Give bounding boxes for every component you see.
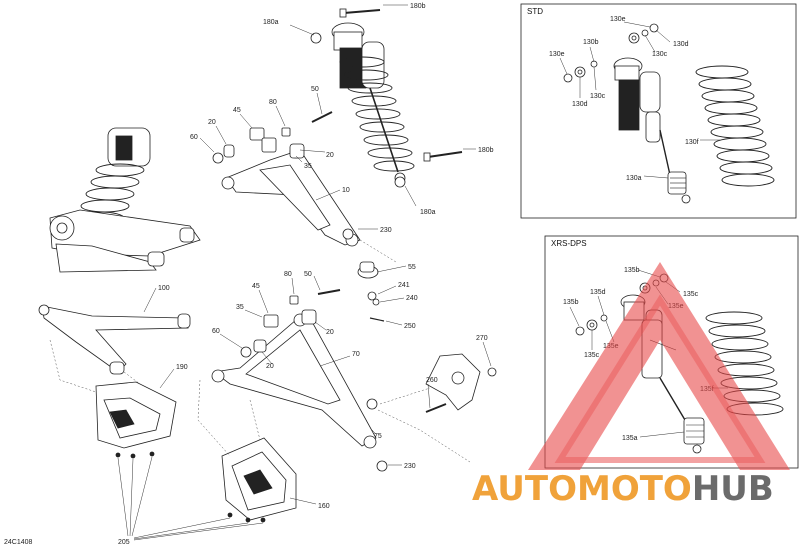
fasteners-205 [115,451,266,541]
label-180a: 180a [420,209,436,216]
label-180a: 180a [263,19,279,26]
label-60: 60 [190,134,198,141]
assembled-suspension [49,127,201,273]
label-130c: 130c [590,93,606,100]
label-130c: 130c [652,51,668,58]
skid-plate-190 [95,381,177,449]
label-130d: 130d [673,41,689,48]
lower-arm-leaders [219,275,402,466]
lower-a-arm-hardware [240,289,388,472]
watermark-text: AUTOMOTOHUB [472,469,774,509]
label-130b: 130b [583,39,599,46]
std-box [520,3,797,219]
label-100: 100 [158,285,170,292]
ball-joint-group [357,261,385,322]
label-230: 230 [380,227,392,234]
std-shock [613,57,691,204]
label-20: 20 [266,363,274,370]
label-50: 50 [304,271,312,278]
label-70: 70 [352,351,360,358]
label-80: 80 [284,271,292,278]
lower-a-arm [211,313,378,449]
assembly-dashes [49,239,471,463]
label-180b: 180b [478,147,494,154]
label-130e: 130e [549,51,565,58]
label-45: 45 [233,107,241,114]
main-spring [339,56,415,172]
std-hardware [563,23,659,83]
arm-100 [38,304,191,375]
label-50: 50 [311,86,319,93]
label-135c: 135c [683,291,699,298]
label-135b: 135b [563,299,579,306]
label-135d: 135d [590,289,606,296]
label-75: 75 [374,433,382,440]
std-leaders [559,21,720,179]
label-190: 190 [176,364,188,371]
leader-190 [159,368,175,389]
label-130d: 130d [572,101,588,108]
knuckle-leaders [427,341,492,409]
label-130f: 130f [685,139,699,146]
skid-plate-160 [221,437,297,521]
upper-a-arm [221,145,361,247]
main-shock-leaders [289,4,476,207]
leader-160 [289,497,317,505]
xrs-box [544,235,799,469]
std-spring [695,65,775,187]
label-35: 35 [236,304,244,311]
label-180b: 180b [410,3,426,10]
upper-arm-leaders [199,92,378,230]
ball-joint-leaders [376,265,407,326]
knuckle [425,353,497,413]
label-250: 250 [404,323,416,330]
label-205: 205 [118,539,130,546]
leader-100 [143,287,157,313]
label-230: 230 [404,463,416,470]
upper-a-arm-hardware [212,111,354,240]
drawing-id: 24C1408 [4,539,33,546]
label-241: 241 [398,282,410,289]
label-35: 35 [304,163,312,170]
label-130a: 130a [626,175,642,182]
label-20: 20 [326,152,334,159]
xrs-box-title: XRS-DPS [551,239,587,248]
label-55: 55 [408,264,416,271]
main-shock-bolts [310,8,463,188]
label-160: 160 [318,503,330,510]
std-box-title: STD [527,7,543,16]
label-10: 10 [342,187,350,194]
label-60: 60 [212,328,220,335]
label-130e: 130e [610,16,626,23]
label-20: 20 [326,329,334,336]
label-270: 270 [476,335,488,342]
label-240: 240 [406,295,418,302]
label-260: 260 [426,377,438,384]
label-135b: 135b [624,267,640,274]
watermark-logo [528,262,790,470]
label-20: 20 [208,119,216,126]
label-135c: 135c [584,352,600,359]
label-80: 80 [269,99,277,106]
label-45: 45 [252,283,260,290]
label-135a: 135a [622,435,638,442]
